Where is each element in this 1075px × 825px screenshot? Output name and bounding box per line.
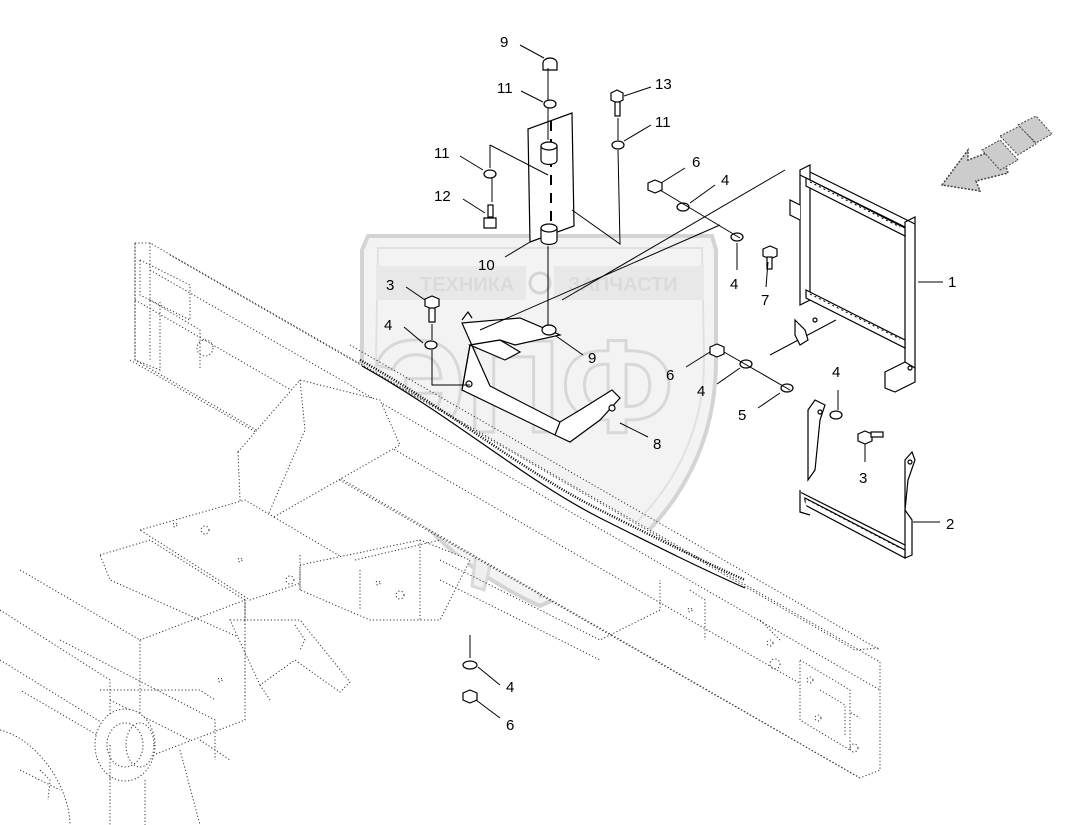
- step-ladder-1: [789, 164, 916, 393]
- fasteners-upper-right: [479, 169, 786, 331]
- callout-3-right: 3: [859, 470, 867, 487]
- callout-12: 12: [434, 188, 451, 205]
- callout-5: 5: [738, 407, 746, 424]
- callout-4-middle: 4: [697, 383, 705, 400]
- callout-11-left: 11: [434, 145, 450, 162]
- callout-leaders: [403, 44, 943, 719]
- callout-4-upper-right: 4: [730, 276, 738, 293]
- bolt-3-washer-4-left: [424, 295, 470, 386]
- callout-8: 8: [653, 436, 661, 453]
- callout-2: 2: [946, 516, 954, 533]
- callout-4-top: 4: [721, 172, 729, 189]
- callout-7: 7: [761, 292, 769, 309]
- callout-6-middle: 6: [666, 367, 674, 384]
- callout-4-lower-right: 4: [832, 364, 840, 381]
- callout-3-left: 3: [386, 277, 394, 294]
- watermark-left-text: ТЕХНИКА: [420, 274, 514, 296]
- callout-4-left: 4: [384, 317, 392, 334]
- callout-1: 1: [948, 274, 956, 291]
- callout-labels: 9 11 13 11 11 6 4 12 10 4 7 1 3 4 9 6 4 …: [384, 34, 956, 734]
- fasteners-middle-right: [709, 319, 884, 445]
- bracket-8: [461, 310, 621, 443]
- callout-11-right: 11: [655, 114, 671, 131]
- callout-4-bottom: 4: [506, 679, 514, 696]
- callout-13: 13: [655, 76, 672, 93]
- callout-10: 10: [478, 257, 495, 274]
- callout-6-top: 6: [692, 154, 700, 171]
- truck-frame: [0, 242, 881, 825]
- fasteners-bottom: [462, 635, 478, 704]
- mount-pad-assembly: [483, 57, 625, 326]
- front-direction-arrow-icon: [940, 115, 1053, 192]
- callout-9-middle: 9: [588, 350, 596, 367]
- watermark-right-text: ЗАПЧАСТИ: [568, 274, 678, 296]
- step-ladder-2: [799, 399, 916, 559]
- callout-6-bottom: 6: [506, 717, 514, 734]
- callout-11-top: 11: [497, 80, 513, 97]
- callout-9-top: 9: [500, 34, 508, 51]
